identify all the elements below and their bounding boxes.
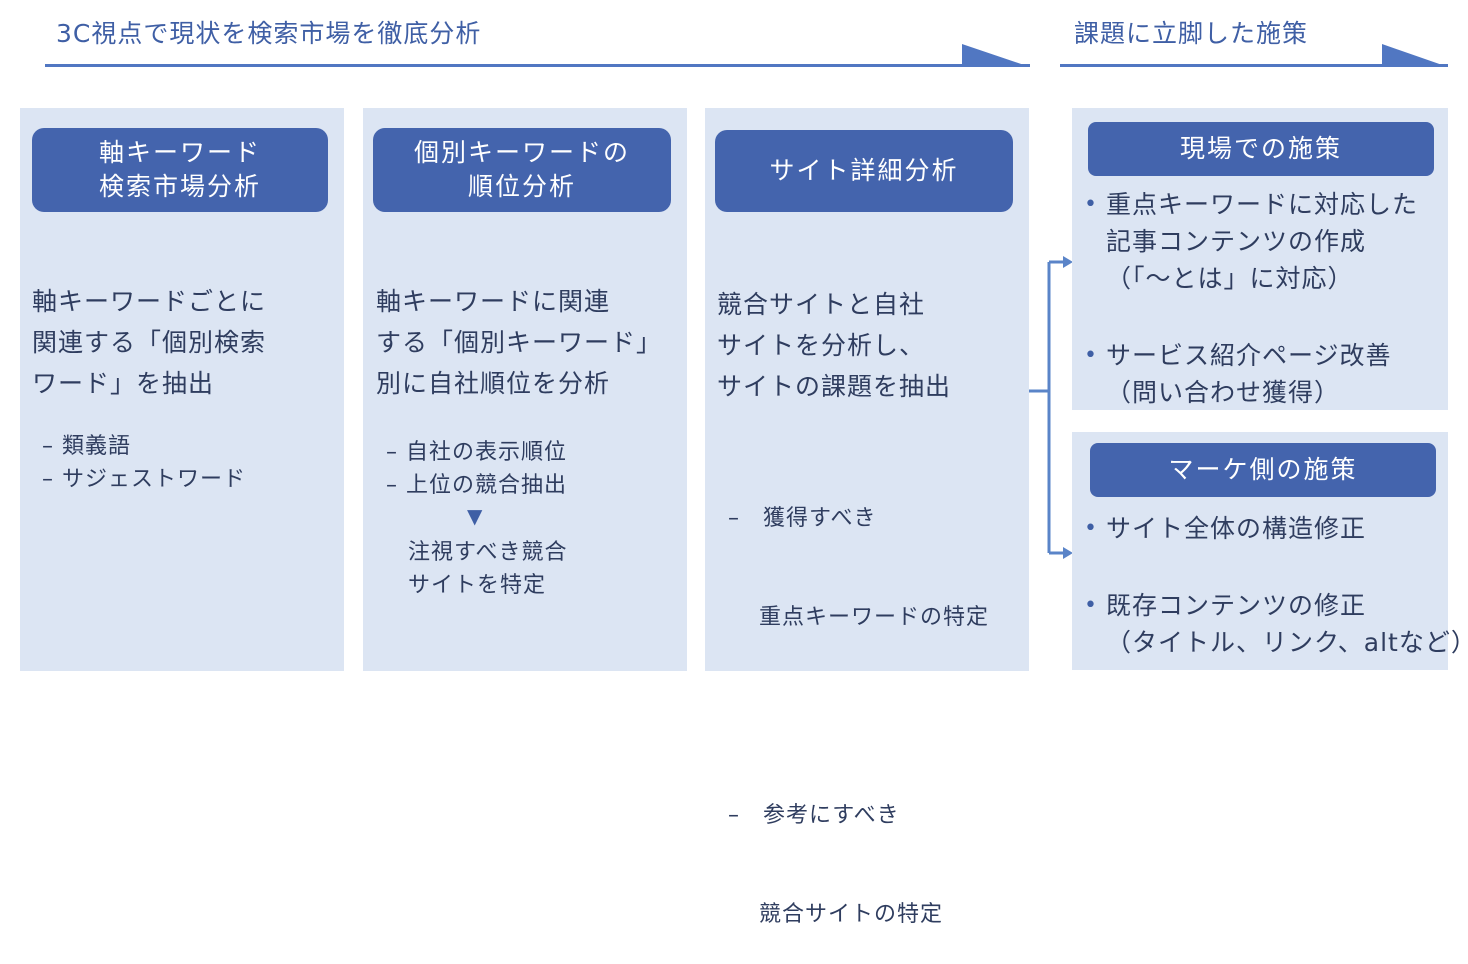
pill-line: 個別キーワードの [413, 138, 630, 168]
body-line: サイトを分析し、 [717, 331, 926, 360]
list-item: – 上位の競合抽出 [386, 473, 567, 498]
list-item: – 獲得すべき [728, 506, 877, 531]
measures-header-arrow [1382, 44, 1448, 67]
analysis-header-line [45, 64, 1030, 67]
pill-site-analysis: サイト詳細分析 [715, 130, 1013, 212]
measures-header-title: 課題に立脚した施策 [1074, 19, 1309, 48]
pill-line: サイト詳細分析 [769, 156, 959, 186]
body-line: する「個別キーワード」 [376, 328, 663, 357]
bullet-item: 重点キーワードに対応した 記事コンテンツの作成 （「～とは」に対応） [1084, 186, 1418, 297]
pill-ranking: 個別キーワードの 順位分析 [373, 128, 671, 212]
bullet-line: サービス紹介ページ改善 [1106, 341, 1392, 370]
bullet-line: 既存コンテンツの修正 [1106, 591, 1367, 620]
bullet-item: サイト全体の構造修正 [1084, 510, 1468, 547]
bullet-item: サービス紹介ページ改善 （問い合わせ獲得） [1084, 337, 1418, 411]
bracket-connector [1029, 256, 1073, 559]
body-line: 別に自社順位を分析 [376, 369, 611, 398]
list-item [728, 700, 989, 733]
body-line: 競合サイトと自社 [717, 290, 926, 319]
list-item: – サジェストワード [42, 467, 246, 492]
bullet-item: 既存コンテンツの修正 （タイトル、リンク、altなど） [1084, 587, 1468, 661]
pill-field-measures: 現場での施策 [1088, 122, 1434, 176]
list-item: 競合サイトの特定 [728, 902, 943, 927]
list-item: – 参考にすべき [728, 803, 900, 828]
marketing-measures-list: サイト全体の構造修正 既存コンテンツの修正 （タイトル、リンク、altなど） [1084, 510, 1468, 661]
bullet-line: 記事コンテンツの作成 [1106, 227, 1367, 256]
pill-line: 軸キーワード [98, 138, 261, 168]
result-line: サイトを特定 [408, 573, 547, 598]
bullet-line: サイト全体の構造修正 [1106, 514, 1367, 543]
field-measures-list: 重点キーワードに対応した 記事コンテンツの作成 （「～とは」に対応） サービス紹… [1084, 186, 1418, 411]
result-line: 注視すべき競合 [408, 540, 568, 565]
list-item: – 自社の表示順位 [386, 440, 567, 465]
body-line: サイトの課題を抽出 [717, 372, 952, 401]
bullet-line: （「～とは」に対応） [1106, 264, 1354, 293]
panel-body-text: 軸キーワードに関連 する「個別キーワード」 別に自社順位を分析 [376, 281, 662, 404]
panel-body-text: 競合サイトと自社 サイトを分析し、 サイトの課題を抽出 [717, 284, 951, 407]
panel-list: – 自社の表示順位 – 上位の競合抽出 [386, 436, 567, 502]
list-item: 重点キーワードの特定 [728, 605, 989, 630]
analysis-header-title: 3C視点で現状を検索市場を徹底分析 [56, 19, 482, 48]
bullet-line: 重点キーワードに対応した [1106, 190, 1419, 219]
measures-header-line [1060, 64, 1448, 67]
body-line: 軸キーワードに関連 [376, 287, 611, 316]
bullet-line: （タイトル、リンク、altなど） [1106, 628, 1468, 657]
panel-result: 注視すべき競合 サイトを特定 [408, 536, 567, 602]
pill-line: 順位分析 [467, 172, 576, 201]
body-line: ワード」を抽出 [32, 369, 215, 398]
body-line: 軸キーワードごとに [32, 287, 267, 316]
pill-line: 検索市場分析 [98, 172, 261, 201]
bullet-line: （問い合わせ獲得） [1106, 378, 1341, 407]
panel-list: – 獲得すべき 重点キーワードの特定 – 参考にすべき 競合サイトの特定 [728, 436, 989, 964]
body-line: 関連する「個別検索 [32, 328, 267, 357]
panel-list: – 類義語 – サジェストワード [42, 430, 246, 496]
down-arrow-icon: ▼ [467, 504, 483, 528]
pill-marketing-measures: マーケ側の施策 [1090, 443, 1436, 497]
pill-keyword-market: 軸キーワード 検索市場分析 [32, 128, 328, 212]
list-item: – 類義語 [42, 434, 131, 459]
panel-body-text: 軸キーワードごとに 関連する「個別検索 ワード」を抽出 [32, 281, 266, 404]
analysis-header-arrow [962, 44, 1030, 67]
